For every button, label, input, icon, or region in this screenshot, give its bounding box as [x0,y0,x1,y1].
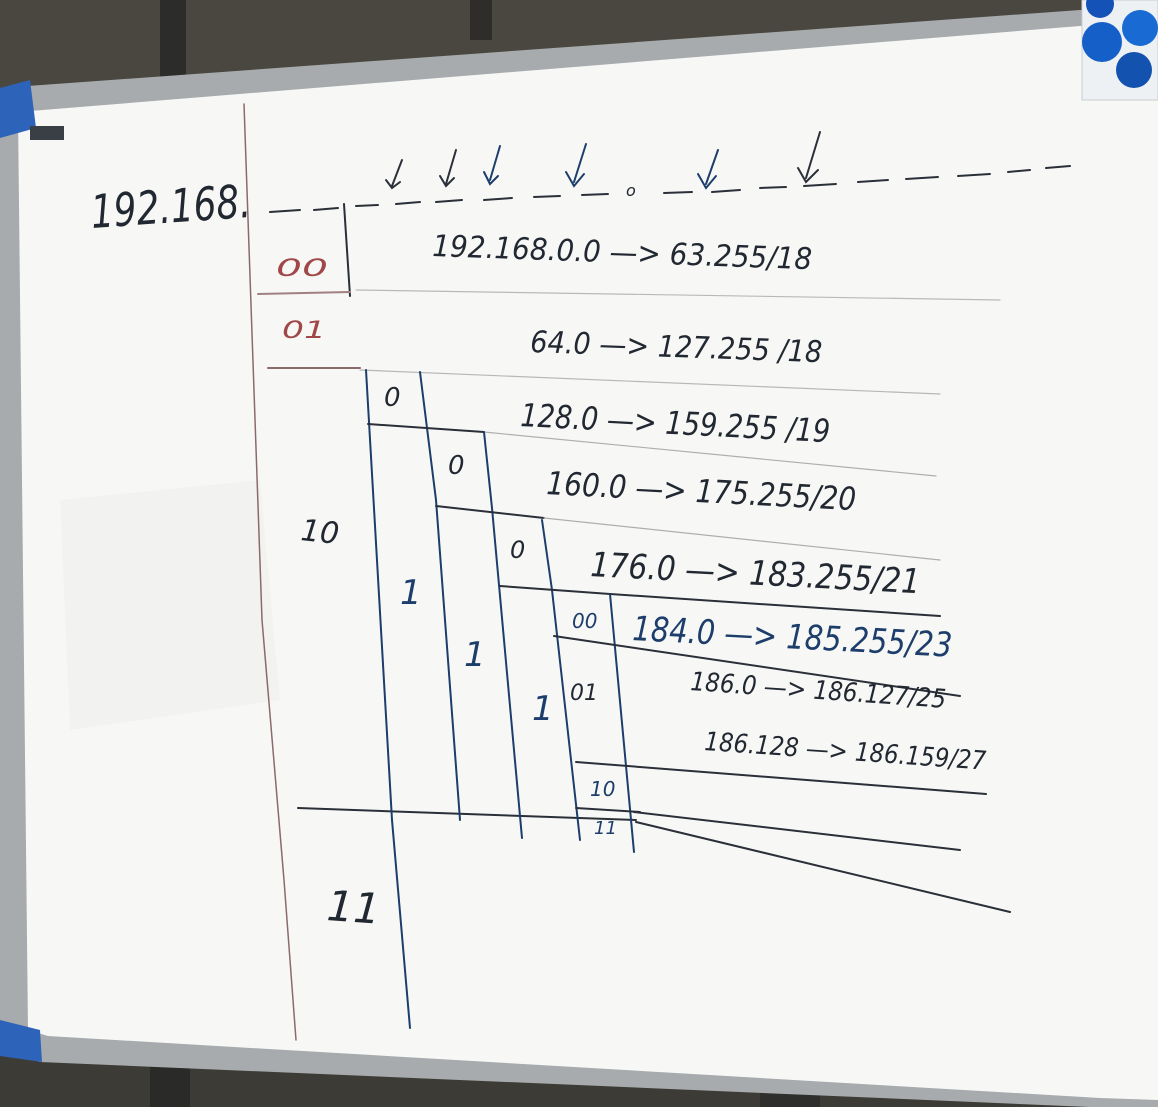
row-separator [297,807,637,821]
stand-pole-right [470,0,492,40]
arrow-icon [797,131,821,184]
magnet-icon [1082,22,1122,62]
board-sheen [60,480,280,730]
level2-divider [483,431,523,839]
row-separator [257,291,351,295]
level3-separator [609,593,941,617]
magnet-icon [1122,10,1158,46]
level4-separator [575,807,641,813]
frame-corner-top-left [0,80,36,138]
magnet-icon [1086,0,1114,18]
table-left-border [243,103,297,1041]
level2-separator [435,505,545,519]
brand-label [30,126,64,140]
stand-pole [160,0,186,80]
octet-dot: o [626,181,636,200]
row-separator [635,821,1011,913]
level4-separator [633,811,961,851]
arrow-icon [439,149,457,188]
arrow-icon [385,159,403,190]
level2-bit0: 0 [448,451,465,481]
level4-bits-10: 10 [590,777,615,801]
level3-bit1: 1 [532,689,554,729]
level4-bits-11: 11 [594,818,617,839]
arrow-icon [565,143,587,188]
frame-corner-bottom-left [0,1020,42,1062]
table-bits-divider [343,203,351,297]
level2-bit1: 1 [464,635,486,675]
level4-bits-00: 00 [572,609,597,633]
level1-vertical [365,369,411,1029]
level3-separator [499,585,611,595]
row-separator [355,289,1001,301]
level2-separator [543,517,941,561]
level1-separator [483,431,937,477]
level1-bit0: 0 [384,383,401,413]
bits-01: 01 [282,316,326,344]
row-separator [359,369,941,395]
level4-divider [609,593,635,853]
level4-separator [553,635,961,697]
level1-divider [419,371,461,821]
level4-separator [575,761,987,795]
arrow-icon [697,149,719,190]
level1-separator [367,423,485,433]
level4-bits-01: 01 [570,681,598,706]
arrow-icon [483,145,501,186]
bits-11: 11 [325,881,382,934]
level1-bit1: 1 [400,573,422,613]
magnet-icon [1116,52,1152,88]
level3-bit0: 0 [510,536,525,564]
bits-10: 10 [299,513,341,552]
octet-blank-line [269,165,1071,213]
bits-00: 00 [276,254,328,282]
ip-prefix: 192.168. [89,174,252,239]
